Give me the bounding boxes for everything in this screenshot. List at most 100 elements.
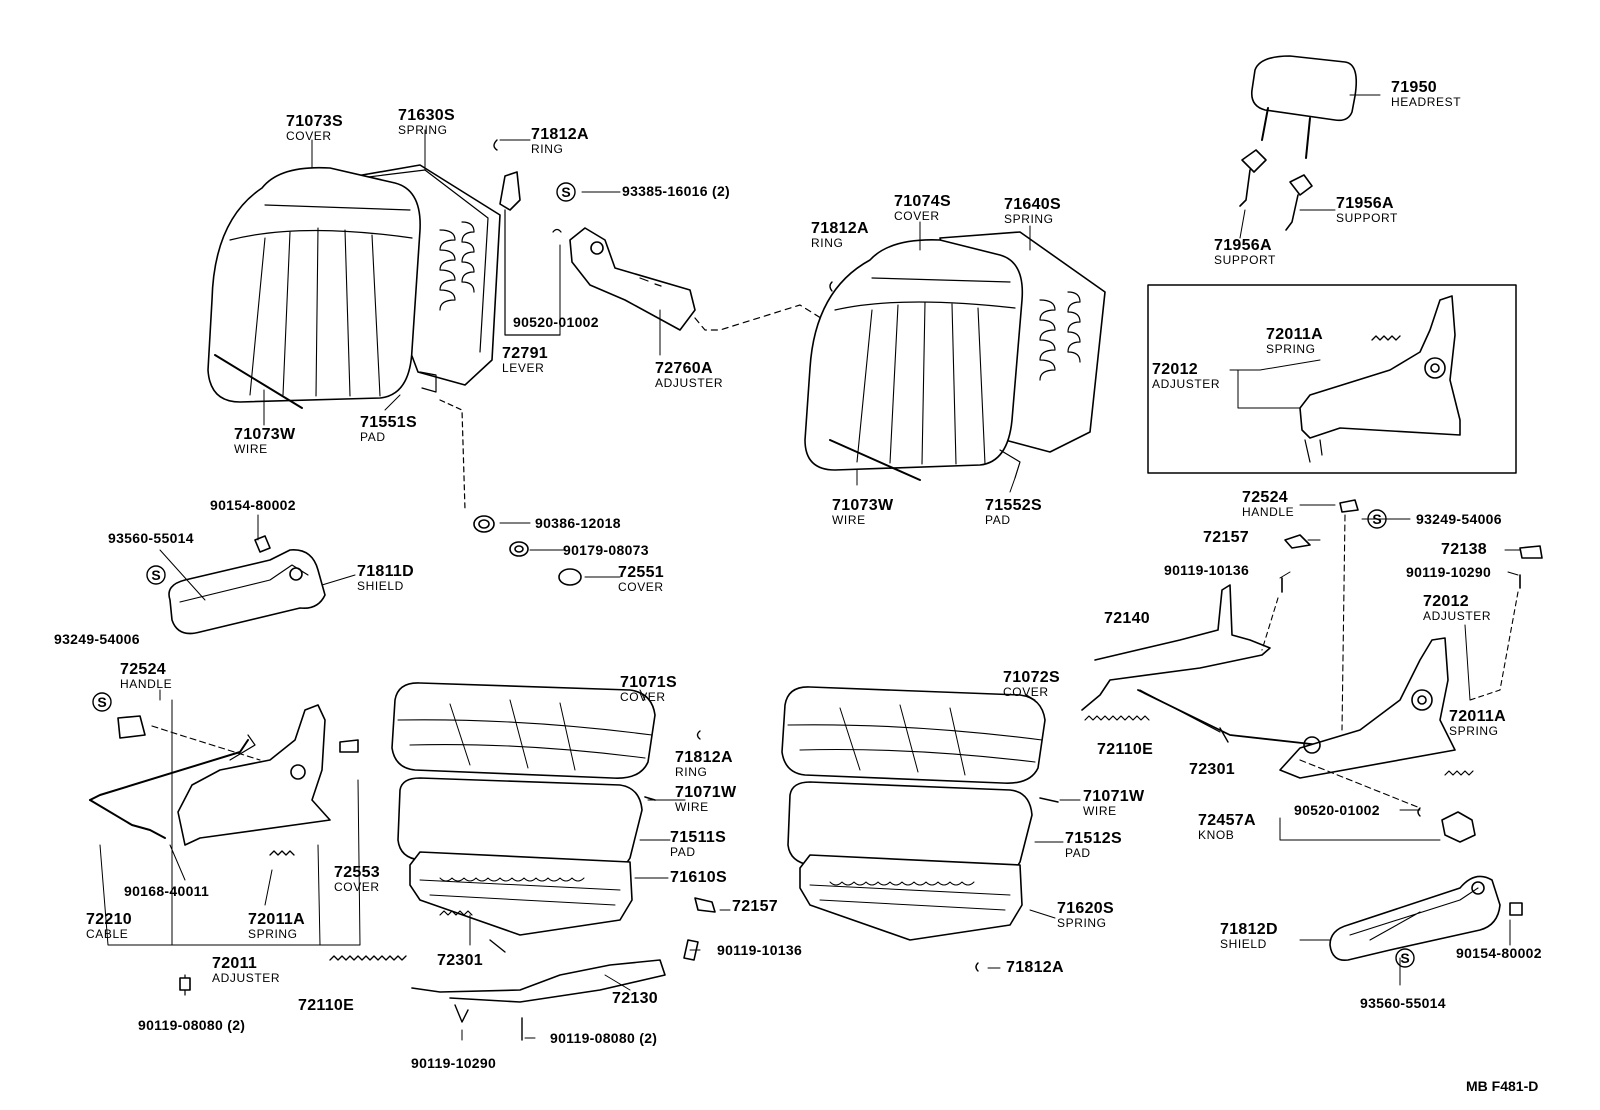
label-90119-10136-right: 90119-10136 [1164,563,1249,577]
part-number: 93560-55014 [1360,995,1446,1011]
part-number: 72011A [1266,326,1323,343]
label-90520-right: 90520-01002 [1294,803,1380,817]
label-72301-right: 72301 [1189,762,1235,778]
part-name: HEADREST [1391,95,1462,109]
part-number: 71512S [1065,830,1122,847]
part-name: HANDLE [120,677,173,691]
part-name: WIRE [832,513,866,527]
part-number: 93385-16016 (2) [622,183,731,199]
part-name: PAD [985,513,1011,527]
part-number: 71620S [1057,900,1114,917]
part-name: SPRING [1266,342,1316,356]
part-number: 71071W [1083,788,1145,805]
part-number: 90154-80002 [1456,945,1542,961]
part-name: COVER [894,209,940,223]
part-number: 90520-01002 [1294,802,1380,818]
adjuster-left [89,699,407,996]
part-name: LEVER [502,361,545,375]
part-name: COVER [1003,685,1049,699]
label-90154-right: 90154-80002 [1456,946,1542,960]
part-number: 90119-10290 [411,1055,497,1071]
part-number: 90386-12018 [535,515,621,531]
label-90119-08080-center: 90119-08080 (2) [550,1031,657,1045]
part-name: CABLE [86,927,129,941]
seatback-wire-left [214,354,303,409]
part-number: 71956A [1214,237,1272,254]
part-name: WIRE [234,442,268,456]
part-number: 72138 [1441,541,1487,558]
part-number: 90119-08080 (2) [138,1017,246,1033]
part-number: 93249-54006 [1416,511,1502,527]
part-number: 93560-55014 [108,530,194,546]
part-number: 72457A [1198,812,1256,829]
part-name: COVER [618,580,664,594]
label-71610S: 71610S [670,870,727,886]
label-71812A-bottom: 71812A [1006,960,1064,976]
lever-assembly [493,139,696,336]
label-72110E-left: 72110E [298,998,354,1014]
label-72130: 72130 [612,991,658,1007]
part-name: ADJUSTER [1152,377,1221,391]
part-name: RING [675,765,708,779]
label-93560-left: 93560-55014 [108,531,194,545]
part-number: 72210 [86,911,132,928]
part-number: 71812A [675,749,733,766]
part-number: 71073W [832,497,894,514]
seatback-left [207,164,501,409]
part-number: 90119-10290 [1406,564,1492,580]
part-number: 72524 [120,661,166,678]
part-name: SHIELD [1220,937,1267,951]
part-number: 72110E [298,997,355,1014]
part-number: 72553 [334,864,380,881]
part-number: 90168-40011 [124,883,210,899]
part-number: 90179-08073 [563,542,649,558]
part-name: SUPPORT [1214,253,1276,267]
part-number: 71071S [620,674,677,691]
part-number: 71811D [357,563,414,580]
cushion-left [391,682,716,1041]
part-number: 72012 [1152,361,1198,378]
part-number: 71072S [1003,669,1060,686]
label-72301-center: 72301 [437,953,483,969]
part-number: 72110E [1097,741,1154,758]
label-90119-10136-center: 90119-10136 [717,943,802,957]
part-number: 72012 [1423,593,1469,610]
label-90179: 90179-08073 [563,543,649,557]
label-93249-left: 93249-54006 [54,632,140,646]
part-name: KNOB [1198,828,1235,842]
part-name: RING [531,142,564,156]
part-name: ADJUSTER [212,971,281,985]
part-name: SPRING [1449,724,1499,738]
part-number: 72157 [732,898,778,915]
part-number: 71511S [670,829,727,846]
part-number: 72551 [618,564,664,581]
part-number: 71640S [1004,196,1061,213]
part-name: PAD [670,845,696,859]
part-number: 90119-08080 (2) [550,1030,658,1046]
part-number: 71074S [894,193,951,210]
label-90119-10290-right: 90119-10290 [1406,565,1491,579]
leader-lines [159,94,1521,1041]
label-72110E-right: 72110E [1097,742,1153,758]
label-93385: 93385-16016 (2) [622,184,730,198]
seatback-spring-left [344,164,501,386]
